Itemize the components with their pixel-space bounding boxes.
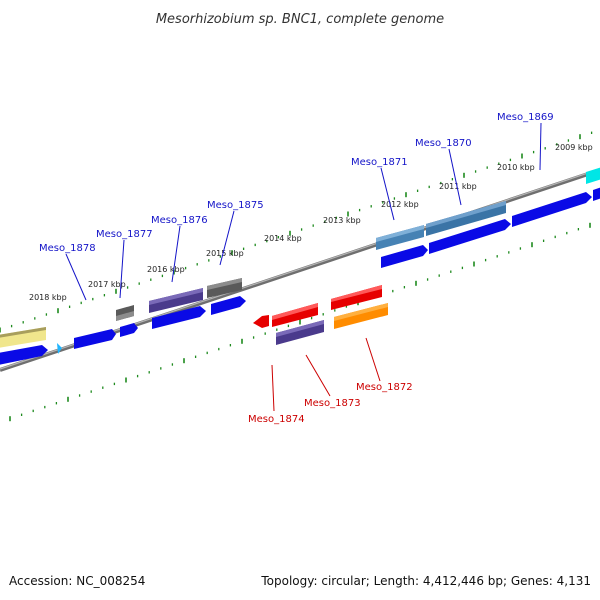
gene-label-meso-1878[interactable]: Meso_1878: [39, 243, 96, 254]
kbp-label-2011: 2011 kbp: [439, 182, 477, 191]
gene-track-blue: [0, 187, 600, 365]
gene-label-meso-1869[interactable]: Meso_1869: [497, 112, 554, 123]
kbp-label-2017: 2017 kbp: [88, 280, 126, 289]
gene-feature[interactable]: [586, 167, 600, 184]
gene-feature[interactable]: [593, 187, 600, 201]
map-title: Mesorhizobium sp. BNC1, complete genome: [156, 12, 444, 27]
gene-track-upper: [0, 167, 600, 348]
gene-label-meso-1875[interactable]: Meso_1875: [207, 200, 264, 211]
accession-text: Accession: NC_008254: [9, 574, 146, 588]
gene-label-meso-1872[interactable]: Meso_1872: [356, 382, 413, 393]
kbp-label-2010: 2010 kbp: [497, 163, 535, 172]
kbp-label-2013: 2013 kbp: [323, 216, 361, 225]
gene-label-meso-1873[interactable]: Meso_1873: [304, 398, 361, 409]
kbp-label-2015: 2015 kbp: [206, 249, 244, 258]
kbp-label-2009: 2009 kbp: [555, 143, 593, 152]
gene-feature[interactable]: [57, 343, 62, 354]
gene-track-lower: [253, 285, 388, 345]
kbp-label-2014: 2014 kbp: [264, 234, 302, 243]
gene-feature[interactable]: [0, 345, 48, 365]
gene-label-meso-1876[interactable]: Meso_1876: [151, 215, 208, 226]
gene-label-meso-1874[interactable]: Meso_1874: [248, 414, 305, 425]
gene-label-meso-1870[interactable]: Meso_1870: [415, 138, 472, 149]
gene-feature[interactable]: [429, 219, 511, 254]
label-leader-lines: [65, 122, 542, 412]
kbp-label-2016: 2016 kbp: [147, 265, 185, 274]
kbp-labels: 2009 kbp 2010 kbp 2011 kbp 2012 kbp 2013…: [29, 143, 593, 302]
kbp-label-2018: 2018 kbp: [29, 293, 67, 302]
kbp-label-2012: 2012 kbp: [381, 200, 419, 209]
kbp-ruler-bottom: [9, 222, 591, 422]
kbp-ruler-top: [0, 131, 593, 333]
gene-labels: Meso_1869 Meso_1870 Meso_1871 Meso_1875 …: [39, 112, 554, 425]
gene-label-meso-1877[interactable]: Meso_1877: [96, 229, 153, 240]
genome-summary-text: Topology: circular; Length: 4,412,446 bp…: [261, 574, 591, 588]
gene-feature[interactable]: [381, 245, 428, 268]
gene-feature[interactable]: [512, 192, 592, 227]
gene-feature[interactable]: [0, 327, 46, 348]
gene-feature[interactable]: [211, 296, 246, 315]
gene-feature[interactable]: [253, 315, 269, 328]
gene-feature[interactable]: [152, 306, 206, 329]
gene-feature[interactable]: [120, 323, 138, 337]
gene-feature[interactable]: [74, 329, 116, 349]
gene-label-meso-1871[interactable]: Meso_1871: [351, 157, 408, 168]
